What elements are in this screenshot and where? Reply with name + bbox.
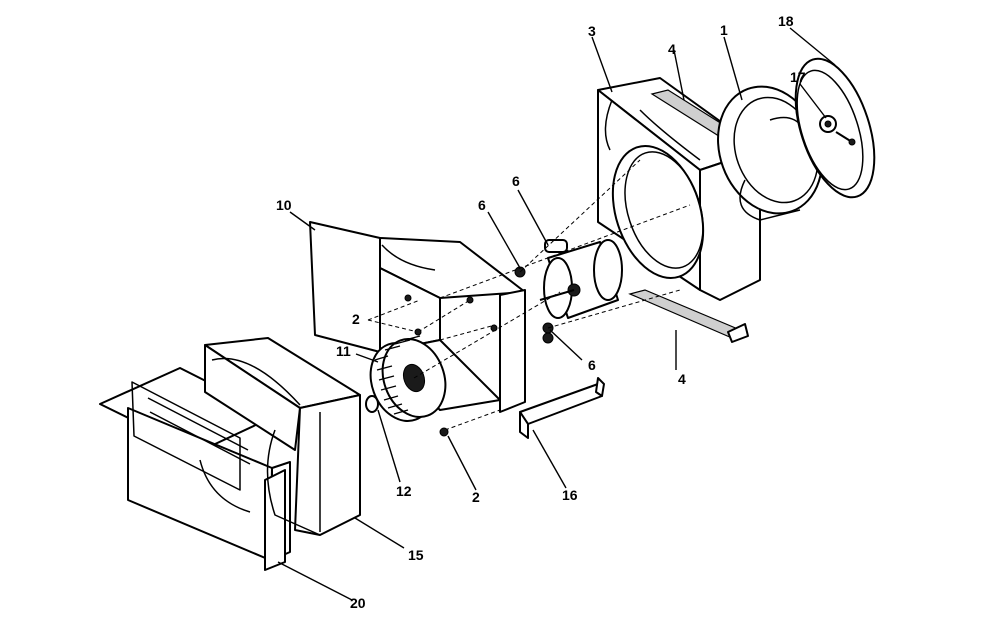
callout-2-bottom: 2 [472,489,480,505]
callout-15: 15 [408,547,424,563]
callouts: 1 18 17 3 4 6 6 10 2 11 6 4 12 2 16 15 2… [276,13,806,611]
callout-4-bottom: 4 [678,371,686,387]
part-16-strip [519,377,605,439]
callout-11: 11 [336,343,351,359]
callout-2-left: 2 [352,311,360,327]
leader-lines [277,27,836,601]
callout-6-top: 6 [512,173,520,189]
callout-1: 1 [720,22,728,38]
part-15-scroll-housing [204,337,361,536]
part-17-nut [819,115,856,146]
callout-17: 17 [790,69,806,85]
callout-4-top: 4 [668,41,676,57]
callout-3: 3 [588,23,596,39]
part-4-bottom-rail [628,289,749,343]
callout-20: 20 [350,595,366,611]
assembly-lines [367,159,691,437]
callout-12: 12 [396,483,412,499]
callout-16: 16 [562,487,578,503]
callout-10: 10 [276,197,292,213]
callout-18: 18 [778,13,794,29]
callout-6-mid: 6 [478,197,486,213]
callout-6-low: 6 [588,357,596,373]
part-6-motor [514,239,623,344]
